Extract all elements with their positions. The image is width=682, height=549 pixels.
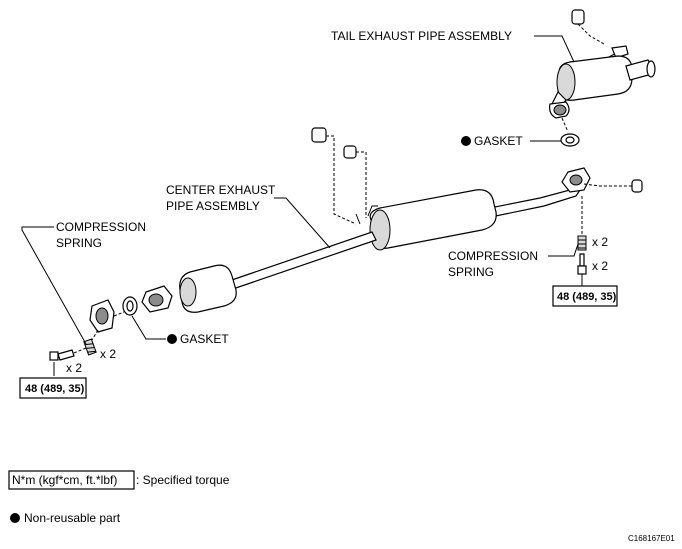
tail-exhaust-label: TAIL EXHAUST PIPE ASSEMBLY	[331, 29, 512, 43]
front-pipe-flange	[89, 299, 125, 333]
legend-non-reusable-text: Non-reusable part	[24, 511, 121, 525]
legend-torque-unit: N*m (kgf*cm, ft.*lbf)	[12, 473, 117, 487]
gasket-top-label: GASKET	[474, 134, 523, 148]
non-reusable-dot-gasket-top	[461, 136, 471, 146]
compression-spring-left	[83, 329, 99, 356]
x2-left-bolt: x 2	[66, 361, 82, 375]
compression-left-label-line1: COMPRESSION	[56, 220, 146, 234]
figure-code: C168167E01	[628, 534, 675, 543]
bolt-left	[49, 347, 87, 361]
legend-non-reusable-dot	[10, 513, 20, 523]
non-reusable-dot-gasket-left	[167, 334, 177, 344]
center-exhaust-pipe-assembly	[141, 127, 643, 313]
gasket-top	[560, 117, 580, 147]
gasket-left	[122, 296, 138, 316]
torque-value-left: 48 (489, 35)	[25, 383, 85, 395]
x2-left-spring: x 2	[100, 347, 116, 361]
x2-right-bolt: x 2	[592, 259, 608, 273]
compression-spring-right	[577, 196, 587, 251]
gasket-left-label: GASKET	[180, 332, 229, 346]
torque-value-right: 48 (489, 35)	[557, 291, 617, 303]
torque-box-left	[19, 377, 87, 399]
torque-box-right	[552, 285, 618, 307]
compression-right-label-line1: COMPRESSION	[448, 249, 538, 263]
tail-exhaust-pipe-assembly	[549, 9, 656, 119]
leader-lines	[21, 35, 583, 376]
compression-left-label-line2: SPRING	[56, 236, 102, 250]
x2-right-spring: x 2	[592, 235, 608, 249]
bolt-right	[577, 253, 587, 275]
legend-torque-box	[8, 470, 135, 490]
legend-torque-desc: : Specified torque	[136, 473, 230, 487]
center-exhaust-label-line1: CENTER EXHAUST	[166, 183, 276, 197]
center-exhaust-label-line2: PIPE ASSEMBLY	[166, 199, 260, 213]
compression-right-label-line2: SPRING	[448, 265, 494, 279]
